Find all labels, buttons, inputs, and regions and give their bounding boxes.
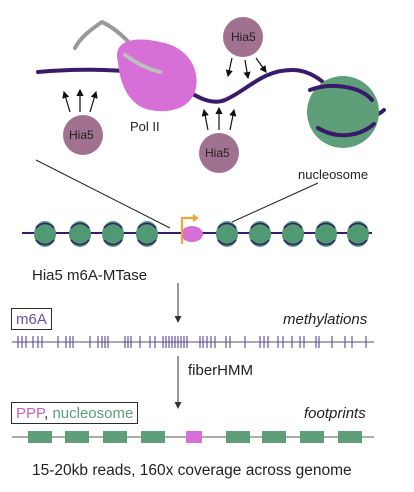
footprint-nucleosome — [103, 431, 127, 443]
hia5-label-top: Hia5 — [231, 30, 256, 44]
fiber-pol2 — [181, 226, 203, 242]
footprints-label: footprints — [304, 405, 366, 422]
enzyme-label: Hia5 m6A-MTase — [32, 267, 148, 284]
rna-exit — [123, 53, 162, 74]
zoom-line-left — [35, 159, 171, 229]
hia5-label-center: Hia5 — [205, 146, 230, 160]
methylations-label: methylations — [283, 311, 368, 328]
fiber-nucleosome-wrap — [35, 222, 55, 246]
m6a-key-box: m6A — [11, 308, 52, 330]
tss-arrow-head — [193, 214, 199, 222]
fiber-nucleosome — [282, 221, 304, 247]
fiber-nucleosome — [216, 221, 238, 247]
footprint-nucleosome — [65, 431, 89, 443]
fiber-nucleosome — [34, 221, 56, 247]
hia5-label-left: Hia5 — [69, 128, 94, 142]
fiber-nucleosome-wrap — [316, 222, 336, 246]
fiber-nucleosome-wrap — [137, 222, 157, 246]
fiber-nucleosomes — [34, 221, 369, 247]
fiber-nucleosome-wrap — [217, 222, 237, 246]
pol2-blob — [117, 39, 197, 112]
ppp-key-text: PPP — [16, 405, 45, 422]
pol2-label: Pol II — [130, 119, 160, 134]
nucleosome-key-text: nucleosome — [52, 405, 134, 422]
action-arrows — [62, 57, 267, 131]
fiber-nucleosome-wrap — [250, 222, 270, 246]
fiber-nucleosome — [315, 221, 337, 247]
footprint-nucleosome — [338, 431, 362, 443]
footprint-nucleosome — [28, 431, 52, 443]
fiber-nucleosome-wrap — [283, 222, 303, 246]
method-label: fiberHMM — [188, 362, 254, 379]
fiber-nucleosome — [249, 221, 271, 247]
fiber-nucleosome — [102, 221, 124, 247]
hia5-bubble-left — [63, 115, 103, 155]
hia5-bubble-top — [223, 17, 263, 57]
nucleosome-label: nucleosome — [298, 167, 369, 182]
fiber-nucleosome — [69, 221, 91, 247]
fiber-nucleosome-wrap — [103, 222, 123, 246]
footprint-key-box: PPP, nucleosome — [11, 402, 139, 424]
footprint-ppp — [186, 431, 202, 443]
footprint-boxes — [28, 431, 362, 443]
caption: 15-20kb reads, 160x coverage across geno… — [32, 462, 352, 479]
footprint-nucleosome — [226, 431, 250, 443]
key-separator: , — [44, 405, 53, 422]
nucleosome-dna-wrap — [308, 83, 376, 138]
hia5-bubble-center — [199, 133, 239, 173]
fiber-nucleosome — [136, 221, 158, 247]
footprint-nucleosome — [300, 431, 324, 443]
m6a-key-text: m6A — [16, 311, 47, 328]
footprint-nucleosome — [262, 431, 286, 443]
tss-arrow-icon — [180, 216, 194, 244]
methylation-ticks — [17, 336, 367, 348]
fiber-nucleosome-wrap — [70, 222, 90, 246]
fiber-nucleosome-wrap — [348, 222, 368, 246]
zoom-line-right — [231, 182, 319, 223]
footprint-nucleosome — [141, 431, 165, 443]
fiber-nucleosome — [347, 221, 369, 247]
